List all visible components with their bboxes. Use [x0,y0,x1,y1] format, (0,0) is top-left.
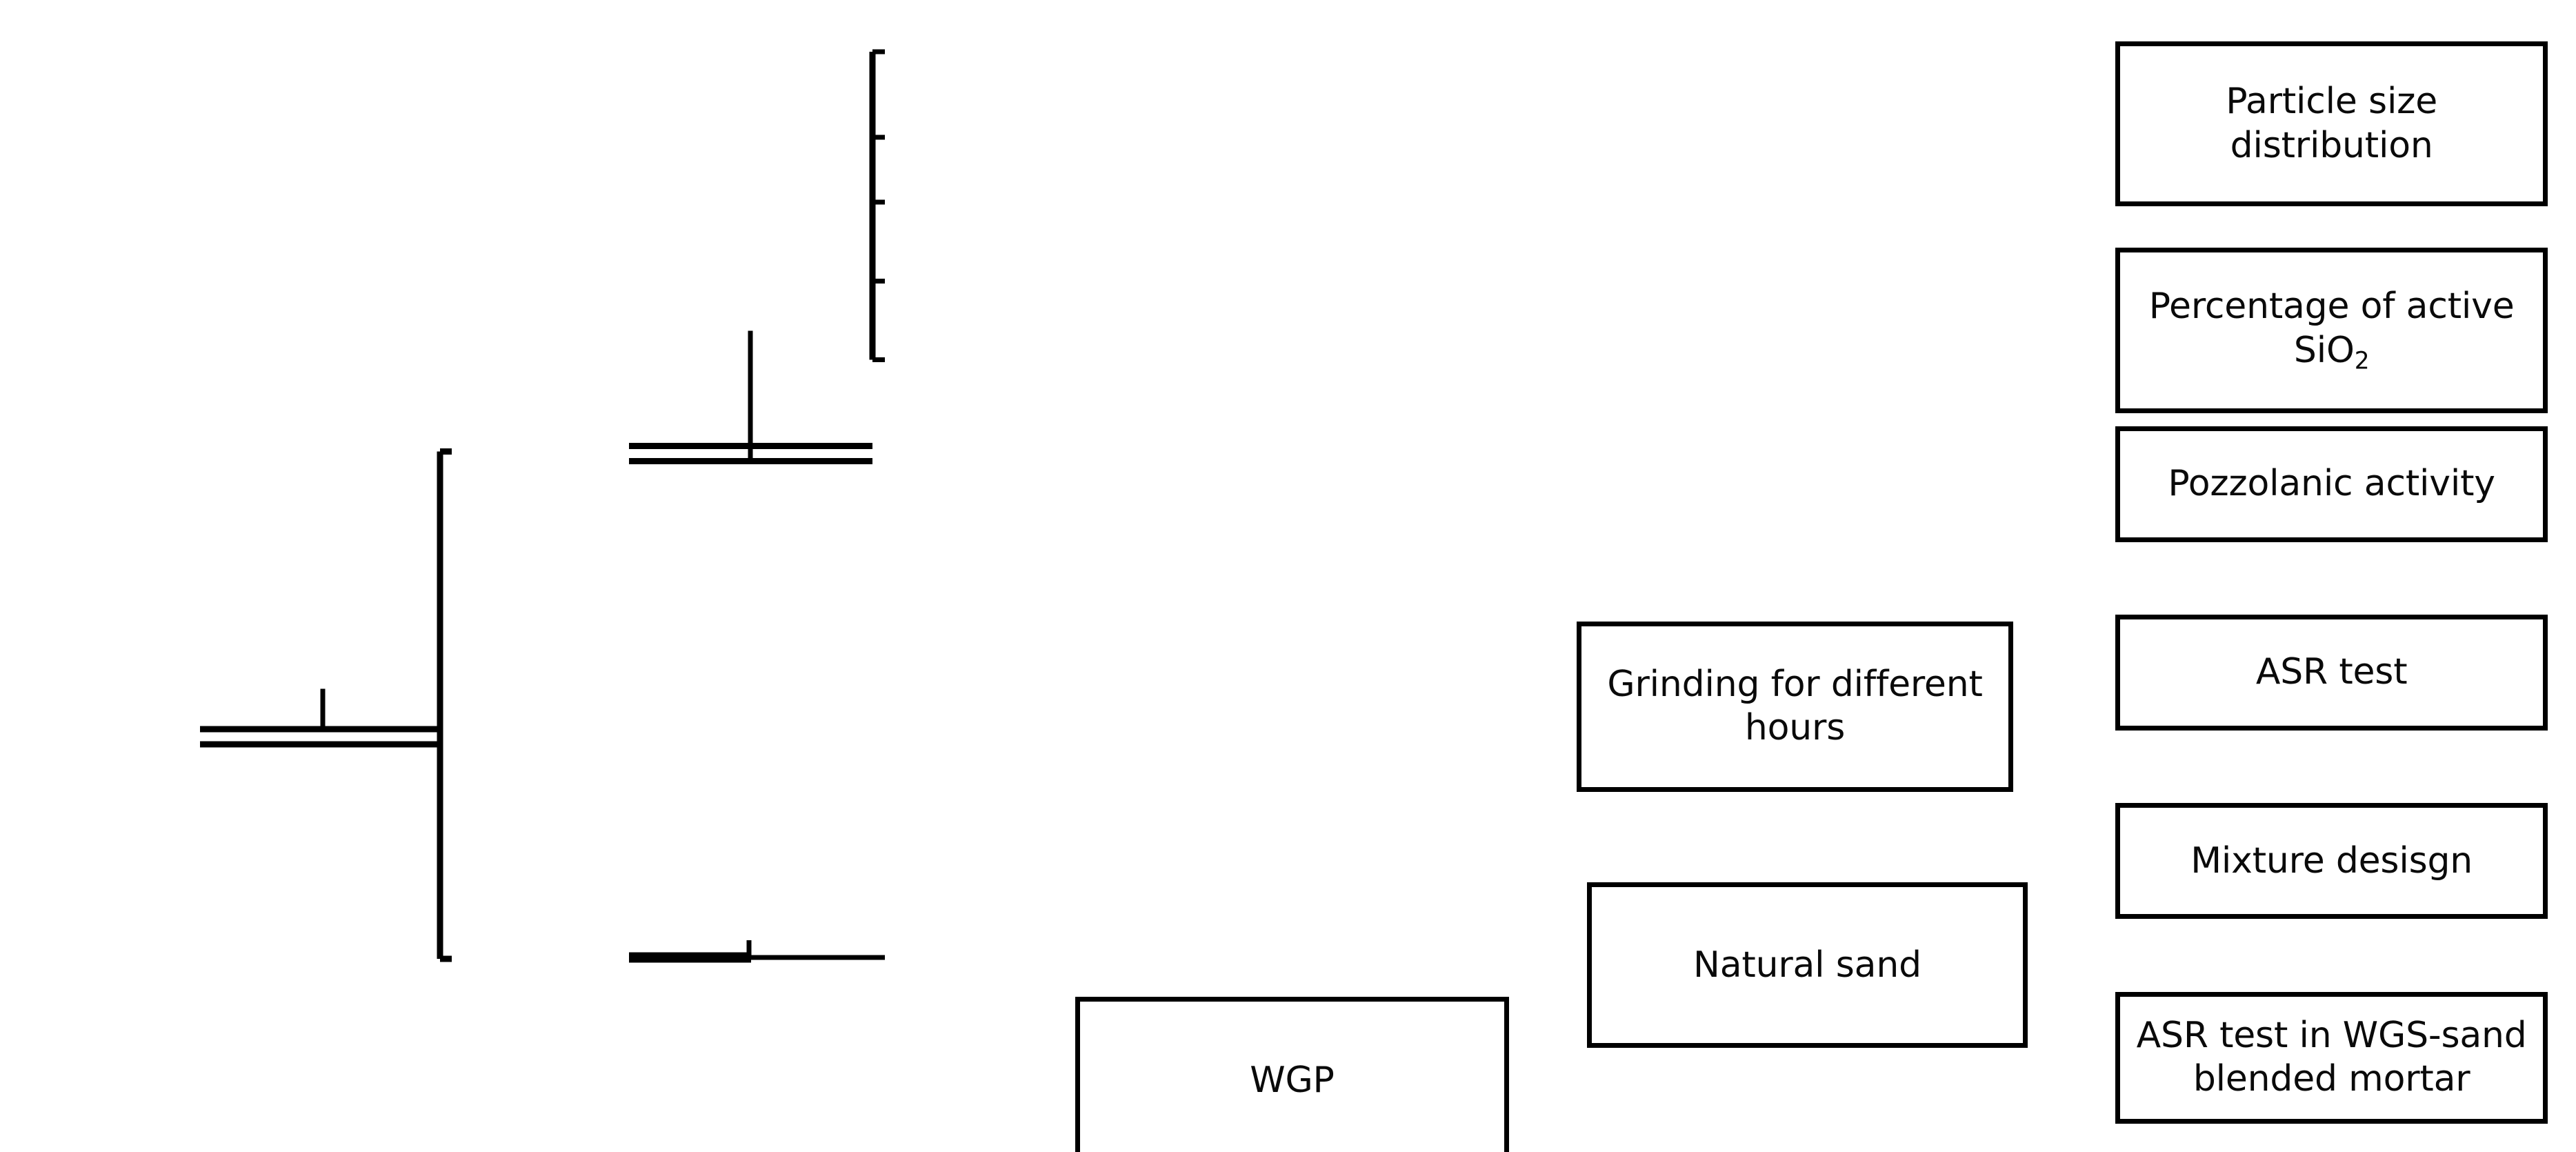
connector-main-trunk [440,451,452,959]
node-label-wgp: WGP [1250,1060,1335,1102]
node-asr-test[interactable]: ASR test [2115,615,2548,731]
node-grinding-for-different-hours[interactable]: Grinding for different hours [1577,621,2013,792]
node-asr-test-in-wgs-sand-blended-mortar[interactable]: ASR test in WGS-sand blended mortar [2115,991,2548,1124]
node-label-natural-sand: Natural sand [1693,944,1921,986]
node-label-mixture-design: Mixture desisgn [2190,840,2473,882]
node-label-particle-size-distribution: Particle size distribution [2226,81,2438,166]
connector-bracket-stubs [872,52,885,359]
node-mixture-design[interactable]: Mixture desisgn [2115,803,2548,920]
node-label-asr-test: ASR test [2255,651,2408,693]
node-particle-size-distribution[interactable]: Particle size distribution [2115,41,2548,207]
node-pozzolanic-activity[interactable]: Pozzolanic activity [2115,426,2548,542]
connector-collection-to-trunk [200,729,440,744]
node-natural-sand[interactable]: Natural sand [1586,882,2028,1049]
node-percentage-of-active-sio2[interactable]: Percentage of active SiO2 [2115,248,2548,413]
node-wgp[interactable]: WGP [1075,996,1510,1152]
node-label-asr-test-in-wgs-sand-blended-mortar: ASR test in WGS-sand blended mortar [2136,1014,2527,1100]
node-label-pozzolanic-activity: Pozzolanic activity [2168,463,2495,505]
node-label-percentage-of-active-sio2: Percentage of active SiO2 [2148,286,2515,375]
node-label-grinding-for-different-hours: Grinding for different hours [1607,663,1983,749]
